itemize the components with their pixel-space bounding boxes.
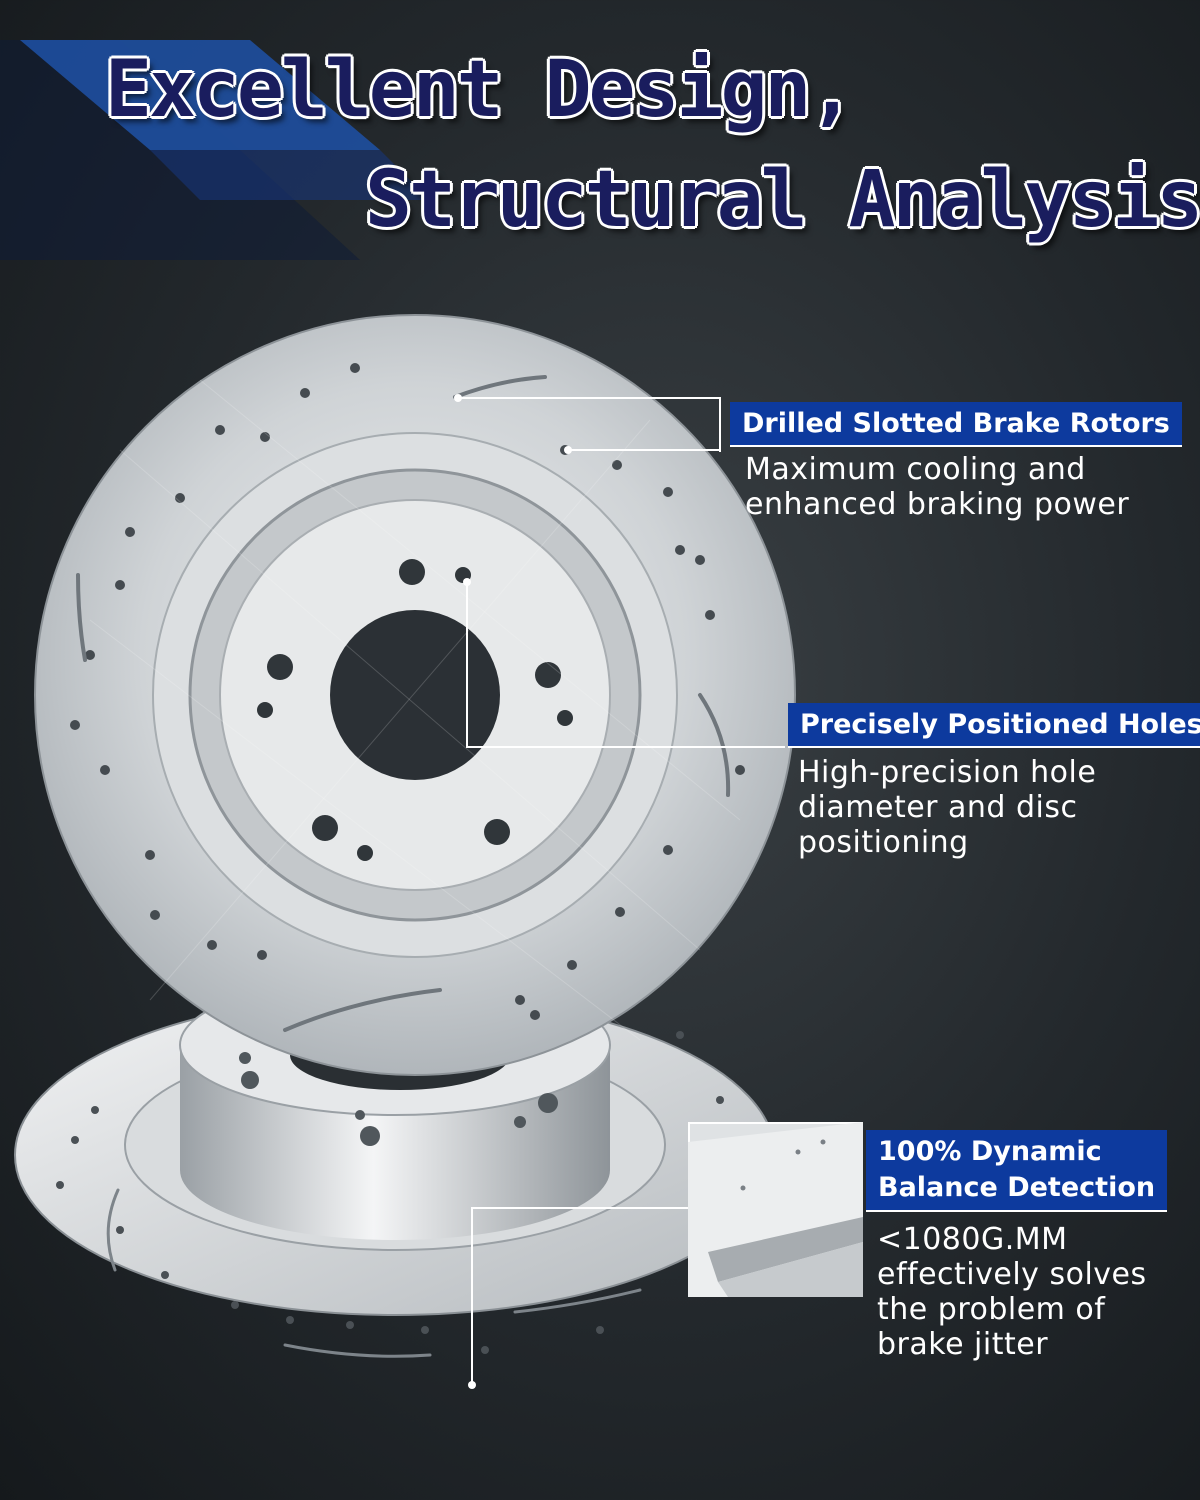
feature-desc-drilled-slotted: Maximum cooling and enhanced braking pow… [745, 452, 1130, 522]
headline-line-2: Structural Analysis [365, 155, 1200, 245]
header-stripes [0, 40, 430, 260]
feature-title-positioned-holes: Precisely Positioned Holes [788, 703, 1200, 748]
balance-detection-inset-image [688, 1122, 863, 1297]
feature-desc-positioned-holes: High-precision hole diameter and disc po… [798, 755, 1097, 860]
feature-title-balance-detection: 100% Dynamic Balance Detection [866, 1130, 1168, 1212]
feature-title-drilled-slotted: Drilled Slotted Brake Rotors [730, 402, 1182, 447]
feature-desc-balance-detection: <1080G.MM effectively solves the problem… [877, 1222, 1147, 1362]
headline-line-1: Excellent Design, [105, 45, 855, 135]
